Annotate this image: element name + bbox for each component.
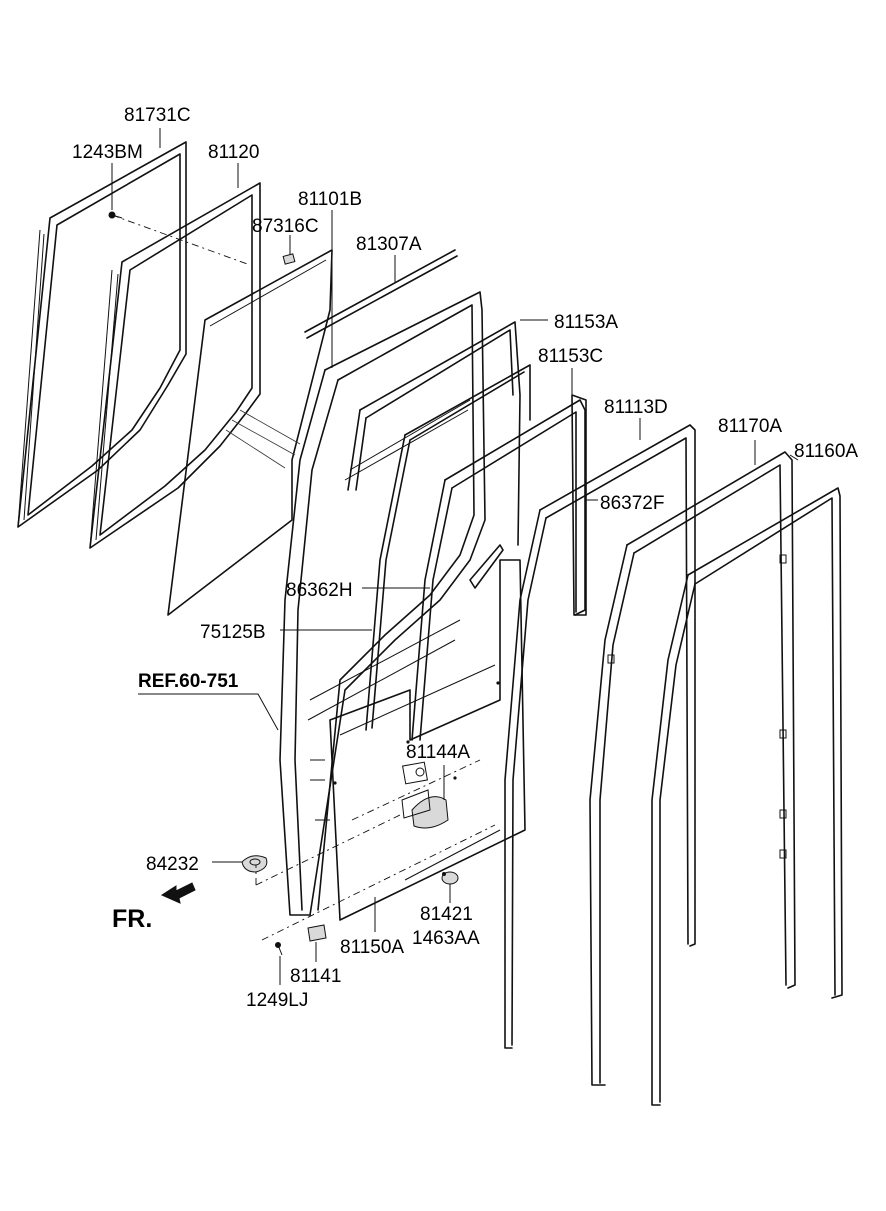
channel-81153C (365, 364, 531, 731)
label-84232: 84232 (146, 854, 199, 875)
label-75125B: 75125B (200, 622, 266, 643)
part-labels: 81731C 1243BM 81120 81101B 87316C 81307A… (72, 105, 858, 1011)
label-81160A: 81160A (794, 441, 858, 462)
strip-86372F (571, 394, 587, 616)
label-1463AA: 1463AA (412, 928, 480, 949)
weatherstrip-81113D (504, 424, 696, 1049)
label-1249LJ: 1249LJ (246, 990, 308, 1011)
label-81307A: 81307A (356, 234, 422, 255)
screw-1243BM-icon (108, 211, 123, 219)
label-ref-60-751: REF.60-751 (138, 671, 239, 692)
clip-81141-icon (307, 924, 327, 942)
leader-lines (111, 128, 799, 985)
label-81141: 81141 (290, 966, 341, 987)
assembly-lines (111, 214, 496, 941)
label-81144A: 81144A (406, 742, 470, 763)
label-86362H: 86362H (286, 580, 353, 601)
door-sash-frame-81120 (89, 182, 261, 549)
label-front: FR. (112, 905, 152, 933)
cap-84232-icon (241, 855, 268, 873)
label-81170A: 81170A (718, 416, 782, 437)
screw-1249LJ-icon (275, 942, 283, 956)
weatherstrip-81160A (651, 487, 843, 1106)
label-81120: 81120 (208, 142, 259, 163)
front-direction-arrow-icon (160, 882, 196, 904)
label-86372F: 86372F (600, 493, 664, 514)
belt-weatherstrip-81307A (304, 249, 458, 339)
channel-81153A (347, 321, 521, 546)
label-81113D: 81113D (604, 397, 668, 418)
label-81150A: 81150A (340, 937, 404, 958)
label-1243BM: 1243BM (72, 142, 143, 163)
label-81153C: 81153C (538, 346, 603, 367)
clip-81421-icon (441, 871, 459, 885)
label-81421: 81421 (420, 904, 473, 925)
label-87316C: 87316C (252, 216, 319, 237)
door-trim-81150A (329, 399, 586, 921)
inside-handle-81144A (401, 761, 449, 829)
weatherstrip-81170A (589, 451, 796, 1086)
label-81731C: 81731C (124, 105, 191, 126)
door-outer-panel (279, 291, 486, 916)
label-81153A: 81153A (554, 312, 618, 333)
bracket-86362H (469, 544, 504, 589)
glass-run-seal-81731C (17, 141, 187, 528)
clip-87316C (282, 253, 296, 265)
label-81101B: 81101B (298, 189, 362, 210)
